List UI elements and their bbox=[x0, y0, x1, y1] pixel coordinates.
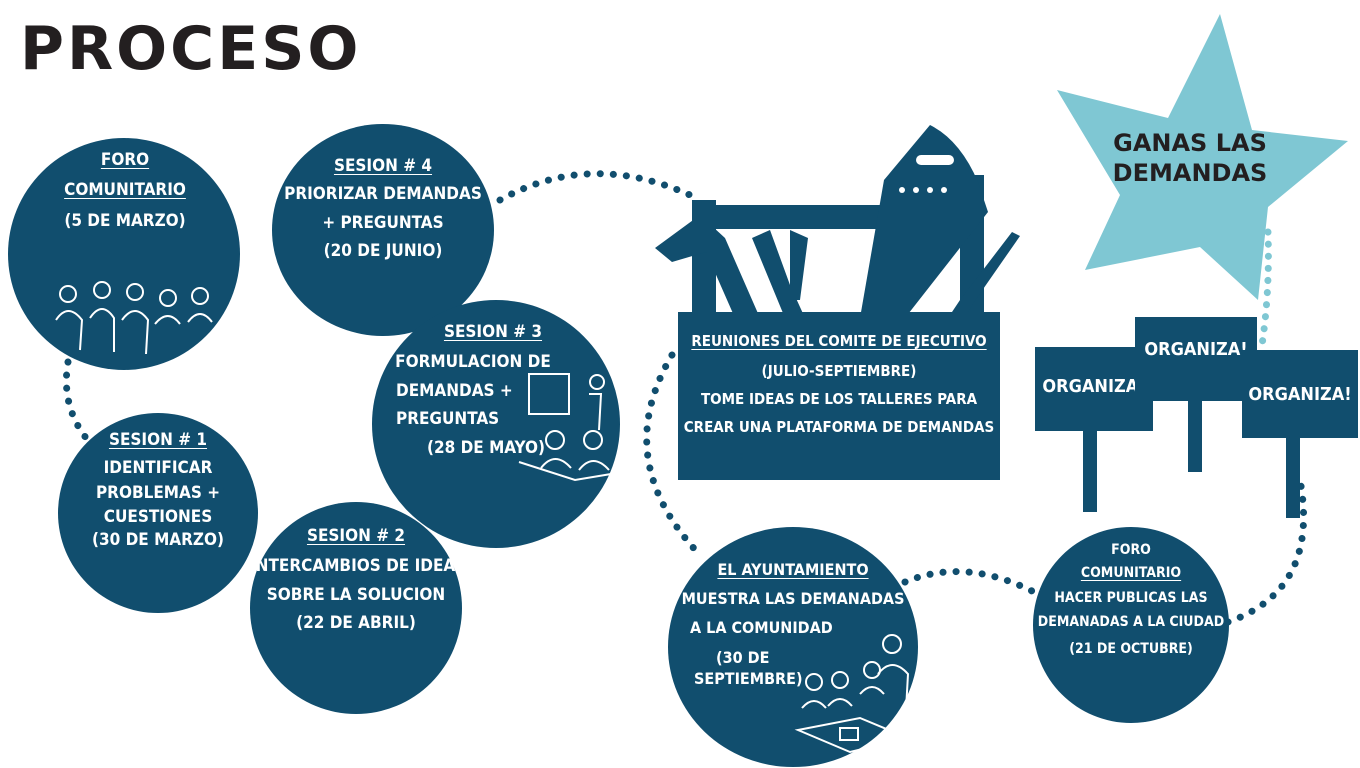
organiza-sign-2-label: ORGANIZA! bbox=[1144, 339, 1248, 360]
ayuntamiento-line: SEPTIEMBRE) bbox=[694, 668, 803, 688]
sesion-1-line: IDENTIFICAR bbox=[103, 458, 213, 479]
foro-2-date: (21 DE OCTUBRE) bbox=[1069, 641, 1193, 658]
sesion-2-circle bbox=[250, 502, 462, 714]
sesion-4-date: (20 DE JUNIO) bbox=[323, 241, 443, 262]
sesion-2-date: (22 DE ABRIL) bbox=[296, 613, 416, 634]
sesion-4-text: SESION # 4 PRIORIZAR DEMANDAS + PREGUNTA… bbox=[272, 156, 494, 262]
foro-comunitario-2-circle bbox=[1033, 527, 1229, 723]
comite-heading: REUNIONES DEL COMITE DE EJECUTIVO bbox=[691, 332, 987, 350]
sesion-2-line: INTERCAMBIOS DE IDEAS bbox=[250, 556, 467, 577]
sesion-2-text: SESION # 2 INTERCAMBIOS DE IDEAS SOBRE L… bbox=[250, 526, 467, 634]
saw-icon bbox=[860, 125, 988, 318]
sesion-2-line: SOBRE LA SOLUCION bbox=[266, 584, 446, 605]
people-illustration-icon bbox=[55, 281, 213, 355]
foro-heading-2: COMUNITARIO bbox=[64, 180, 186, 201]
sesion-4-line: + PREGUNTAS bbox=[322, 212, 444, 233]
sesion-3-heading: SESION # 3 bbox=[443, 322, 543, 342]
sesion-1-heading: SESION # 1 bbox=[108, 430, 208, 450]
sesion-4-line: PRIORIZAR DEMANDAS bbox=[284, 184, 482, 205]
foro-2-heading-2: COMUNITARIO bbox=[1080, 564, 1182, 581]
connector-toolbox-ayuntamiento bbox=[643, 351, 704, 559]
ayuntamiento-line: MUESTRA LAS DEMANADAS bbox=[681, 589, 905, 609]
sign-post bbox=[1188, 390, 1202, 472]
comite-date: (JULIO-SEPTIEMBRE) bbox=[761, 362, 917, 380]
sesion-3-line: DEMANDAS + bbox=[396, 380, 513, 401]
classroom-illustration-icon bbox=[518, 373, 612, 482]
sesion-3-line: PREGUNTAS bbox=[396, 409, 500, 430]
organiza-sign-3-label: ORGANIZA! bbox=[1248, 384, 1352, 405]
organiza-sign-1 bbox=[1035, 347, 1153, 431]
ayuntamiento-heading: EL AYUNTAMIENTO bbox=[717, 560, 869, 579]
star-line: DEMANDAS bbox=[1112, 159, 1268, 187]
sesion-1-text: SESION # 1 IDENTIFICAR PROBLEMAS + CUEST… bbox=[58, 430, 258, 550]
toolbox-body bbox=[678, 312, 1000, 480]
screwdriver-icon bbox=[948, 232, 1020, 318]
foro-comunitario-text: FORO COMUNITARIO (5 DE MARZO) bbox=[30, 150, 220, 231]
comite-text: REUNIONES DEL COMITE DE EJECUTIVO (JULIO… bbox=[678, 332, 1000, 436]
sesion-1-line: CUESTIONES bbox=[103, 507, 213, 528]
star-text: GANAS LAS DEMANDAS bbox=[1100, 128, 1280, 188]
sesion-2-heading: SESION # 2 bbox=[306, 526, 406, 546]
ayuntamiento-line: (30 DE bbox=[716, 647, 770, 667]
foro-2-heading-1: FORO bbox=[1111, 542, 1151, 558]
organiza-sign-1-label: ORGANIZA! bbox=[1042, 376, 1146, 397]
sesion-1-line: PROBLEMAS + bbox=[95, 482, 221, 503]
comite-line: TOME IDEAS DE LOS TALLERES PARA bbox=[700, 390, 978, 408]
sesion-3-line: FORMULACION DE bbox=[395, 352, 551, 373]
toolbox-tools bbox=[655, 125, 1020, 318]
ayuntamiento-line: A LA COMUNIDAD bbox=[690, 618, 833, 638]
community-illustration-icon bbox=[794, 634, 912, 754]
sign-post bbox=[1286, 430, 1300, 518]
sesion-1-date: (30 DE MARZO) bbox=[92, 529, 224, 550]
connector-foro-sesion1 bbox=[62, 358, 96, 449]
foro-2-line: DEMANADAS A LA CIUDAD bbox=[1037, 614, 1225, 631]
comite-line: CREAR UNA PLATAFORMA DE DEMANDAS bbox=[683, 418, 995, 436]
foro-2-line: HACER PUBLICAS LAS bbox=[1054, 589, 1208, 606]
organiza-sign-3 bbox=[1242, 350, 1358, 438]
hammer-icon bbox=[655, 215, 760, 318]
foro-comunitario-2-text: FORO COMUNITARIO HACER PUBLICAS LAS DEMA… bbox=[1033, 542, 1229, 658]
sesion-4-circle bbox=[272, 124, 494, 336]
organiza-sign-2 bbox=[1135, 317, 1257, 401]
ayuntamiento-circle bbox=[668, 527, 918, 767]
sesion-3-circle bbox=[372, 300, 620, 548]
connector-ayuntamiento-foro2 bbox=[901, 568, 1049, 602]
ayuntamiento-text: EL AYUNTAMIENTO MUESTRA LAS DEMANADAS A … bbox=[668, 560, 918, 688]
sign-post bbox=[1083, 430, 1097, 512]
pliers-icon bbox=[752, 230, 808, 318]
star-line: GANAS LAS bbox=[1113, 129, 1267, 157]
foro-date: (5 DE MARZO) bbox=[64, 210, 186, 231]
foro-heading-1: FORO bbox=[100, 150, 150, 170]
connector-sesion4-toolbox bbox=[496, 170, 694, 204]
star-shape bbox=[1057, 14, 1348, 300]
sesion-3-date: (28 DE MAYO) bbox=[427, 437, 545, 458]
sesion-1-circle bbox=[58, 413, 258, 613]
sesion-4-heading: SESION # 4 bbox=[333, 156, 433, 176]
sesion-3-text: SESION # 3 FORMULACION DE DEMANDAS + PRE… bbox=[388, 322, 558, 458]
connector-star-signs bbox=[1258, 228, 1272, 349]
page-title: PROCESO bbox=[20, 14, 362, 84]
foro-comunitario-circle bbox=[8, 138, 240, 370]
